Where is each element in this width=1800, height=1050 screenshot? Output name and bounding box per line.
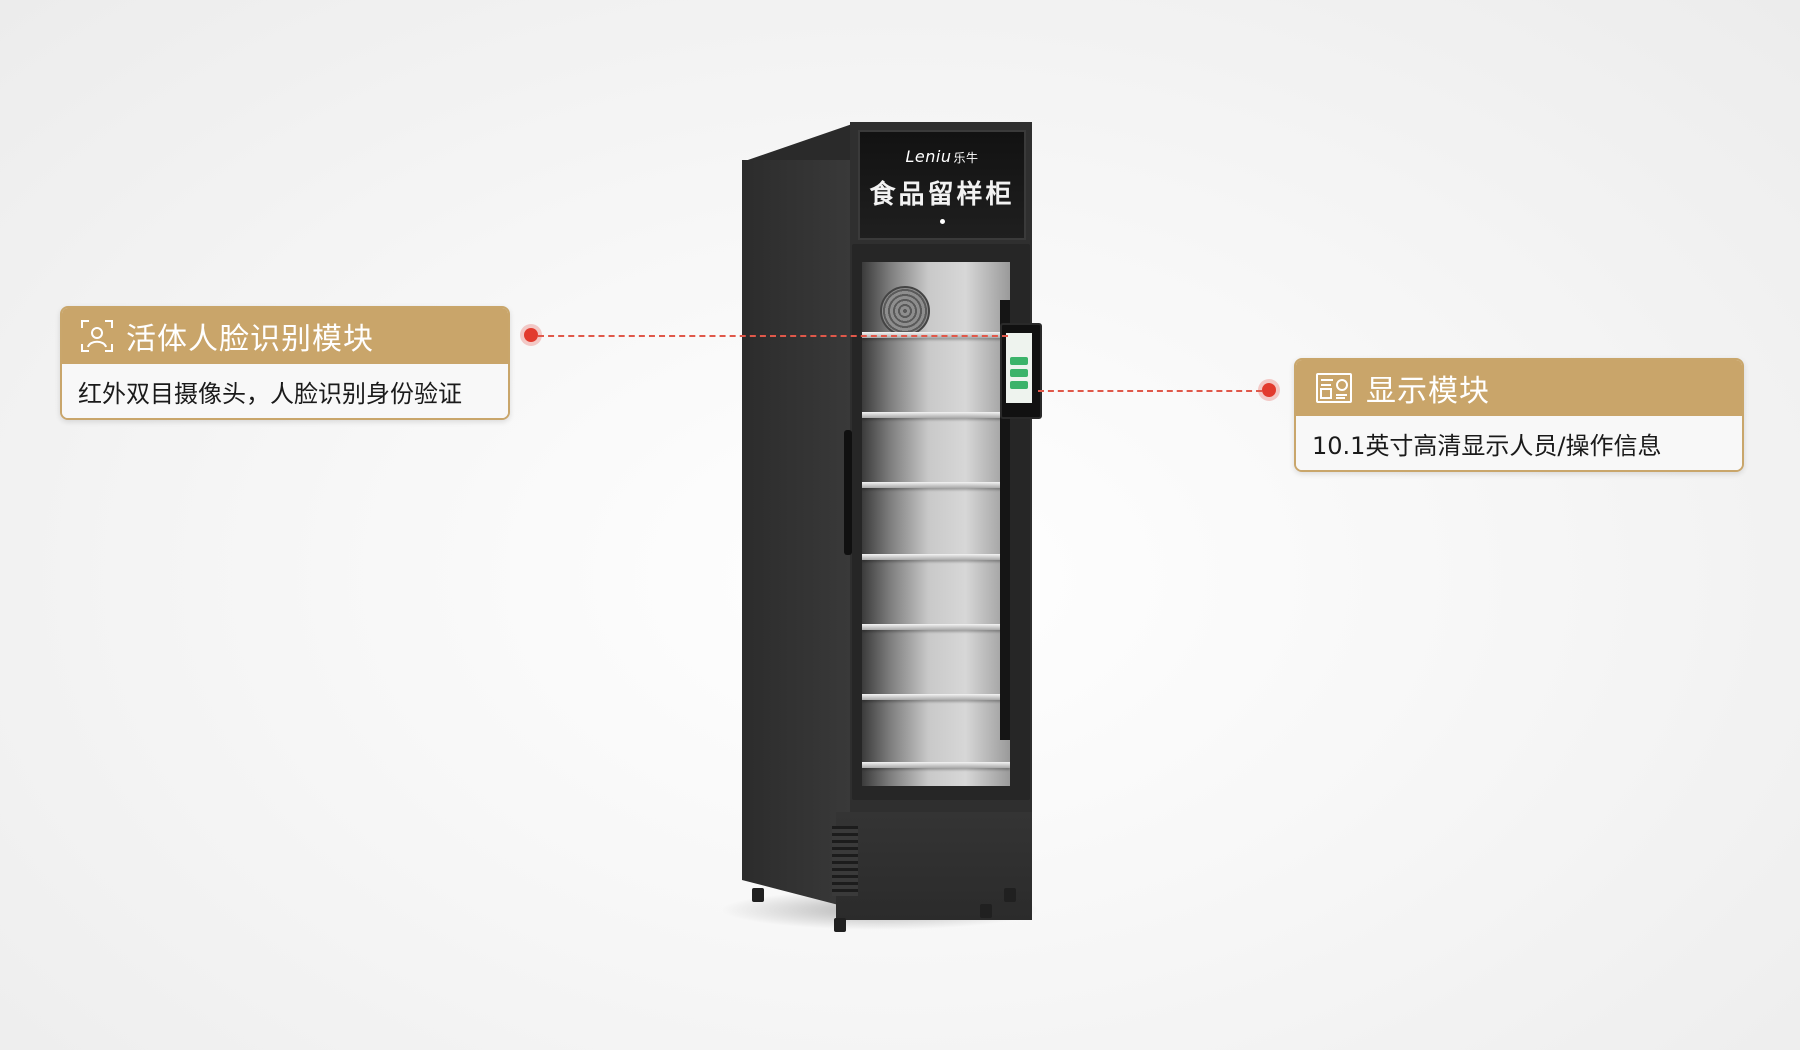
product-name: 食品留样柜 [869, 179, 1015, 210]
brand-latin: Leniu [905, 146, 952, 166]
shelf [862, 554, 1010, 560]
callout-display-title: 显示模块 [1366, 374, 1490, 409]
display-screen-icon [1316, 373, 1352, 403]
tablet-button [1010, 369, 1028, 377]
shelf [862, 762, 1010, 768]
face-module-leader-line [538, 335, 1008, 337]
brand-cn: 乐牛 [953, 150, 979, 165]
tablet-screen-content [1006, 333, 1032, 403]
display-module-leader-line [1038, 390, 1262, 392]
tablet-button [1010, 357, 1028, 365]
callout-face-desc: 红外双目摄像头，人脸识别身份验证 [62, 364, 508, 418]
face-scan-icon [81, 320, 113, 352]
display-module-marker [1262, 383, 1276, 397]
callout-face-title: 活体人脸识别模块 [126, 322, 374, 357]
callout-display-module: 显示模块 10.1英寸高清显示人员/操作信息 [1294, 358, 1744, 472]
tablet-button [1010, 381, 1028, 389]
glass-door [862, 262, 1010, 786]
header-dot [939, 218, 945, 224]
shelf [862, 412, 1010, 418]
cabinet-base [836, 812, 1032, 920]
door-side-strip [1000, 300, 1010, 740]
cabinet-foot [1004, 888, 1016, 902]
cabinet-side [742, 160, 858, 910]
tablet-screen [1000, 323, 1042, 419]
callout-display-desc: 10.1英寸高清显示人员/操作信息 [1296, 416, 1742, 470]
shelf [862, 694, 1010, 700]
shelf [862, 624, 1010, 630]
face-module-marker [524, 328, 538, 342]
callout-face-module: 活体人脸识别模块 红外双目摄像头，人脸识别身份验证 [60, 306, 510, 420]
cabinet-foot [752, 888, 764, 902]
fan-icon [880, 286, 930, 336]
callout-face-header: 活体人脸识别模块 [62, 308, 508, 364]
callout-display-header: 显示模块 [1296, 360, 1742, 416]
door-handle [844, 430, 852, 555]
shelf [862, 482, 1010, 488]
cabinet-foot [980, 904, 992, 918]
cabinet-foot [834, 918, 846, 932]
vent-grille [832, 826, 858, 896]
